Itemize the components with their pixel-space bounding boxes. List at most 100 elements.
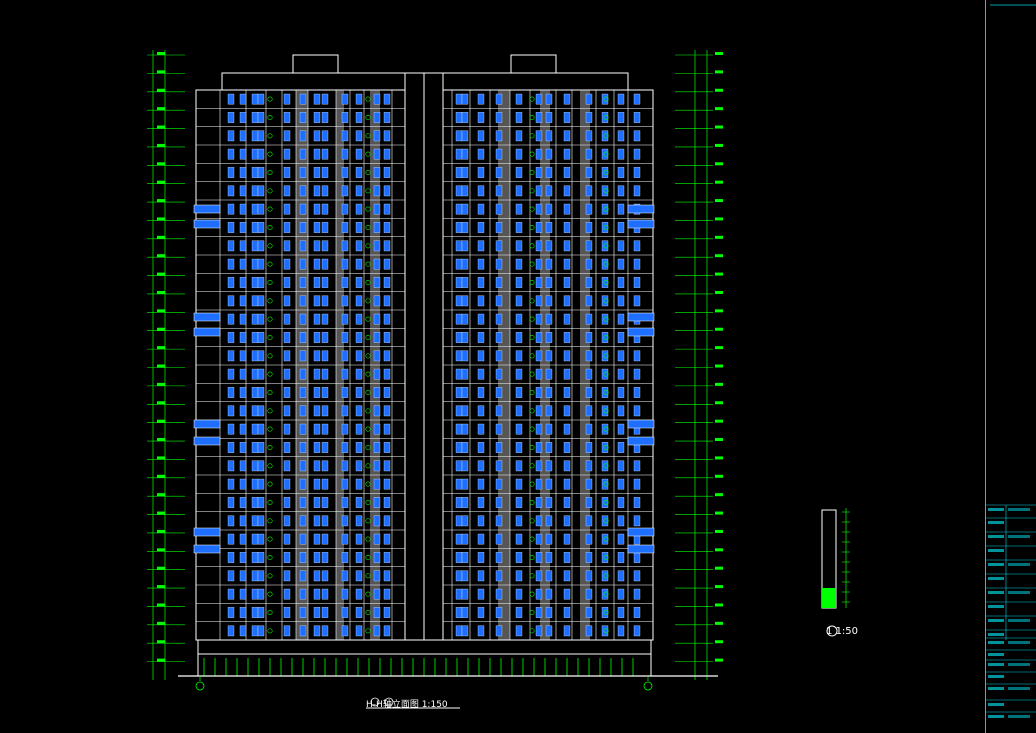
window [455,607,463,618]
level-mark [715,180,723,184]
window [239,625,247,637]
balcony-planter [267,371,273,377]
window [477,405,485,417]
window [617,423,625,435]
window [601,478,609,490]
window [341,515,349,527]
window [515,277,523,288]
level-mark [715,52,723,55]
window [251,258,259,270]
window [633,240,641,252]
window [545,387,553,398]
window [251,607,259,618]
window [461,515,469,527]
window [321,185,329,197]
window [299,533,307,545]
window [633,368,641,380]
window [321,203,329,215]
window [355,588,363,600]
window [373,533,381,545]
balcony-planter [529,481,535,487]
balcony-planter [529,206,535,212]
balcony-planter [529,628,535,634]
balcony-planter [603,591,609,597]
window [495,497,503,508]
window [355,405,363,417]
axis-markers [195,676,653,709]
window [257,148,265,160]
window [383,552,391,563]
window [341,350,349,362]
window [545,258,553,270]
window [545,240,553,252]
level-mark [715,548,723,552]
window [515,625,523,637]
window [239,607,247,618]
window [257,497,265,508]
window [341,167,349,178]
window [283,625,291,637]
window [283,497,291,508]
level-mark [157,493,165,497]
window [251,423,259,435]
window [355,240,363,252]
window [313,240,321,252]
title-suffix: 轴立面图 [382,700,419,710]
level-mark [715,658,723,662]
window [617,368,625,380]
window [601,130,609,142]
window [257,588,265,600]
window [461,295,469,307]
window [239,130,247,142]
level-mark [157,401,165,405]
window [321,222,329,233]
window [461,130,469,142]
window [227,478,235,490]
window [585,515,593,527]
window [617,258,625,270]
window [461,588,469,600]
window [321,478,329,490]
window [299,405,307,417]
window [495,478,503,490]
balcony-planter [365,225,371,231]
window [535,423,543,435]
window [585,442,593,453]
window [239,313,247,325]
window [299,588,307,600]
window [515,423,523,435]
window [455,350,463,362]
window [535,240,543,252]
window [455,112,463,123]
level-mark [157,364,165,368]
window [355,497,363,508]
balcony-planter [267,628,273,634]
window [355,112,363,123]
window [515,607,523,618]
window [251,515,259,527]
window [461,387,469,398]
window [585,295,593,307]
window [299,112,307,123]
window [461,93,469,105]
window [495,277,503,288]
balcony-planter [365,96,371,102]
window [239,112,247,123]
window [341,277,349,288]
window [461,533,469,545]
balcony-planter [365,133,371,139]
level-mark [715,235,723,239]
window [257,313,265,325]
window [373,167,381,178]
window [585,313,593,325]
window [585,332,593,343]
window [257,552,265,563]
window [239,295,247,307]
window [455,258,463,270]
window [601,460,609,472]
level-mark [157,419,165,423]
window [299,515,307,527]
window [383,625,391,637]
window [633,167,641,178]
window [617,203,625,215]
